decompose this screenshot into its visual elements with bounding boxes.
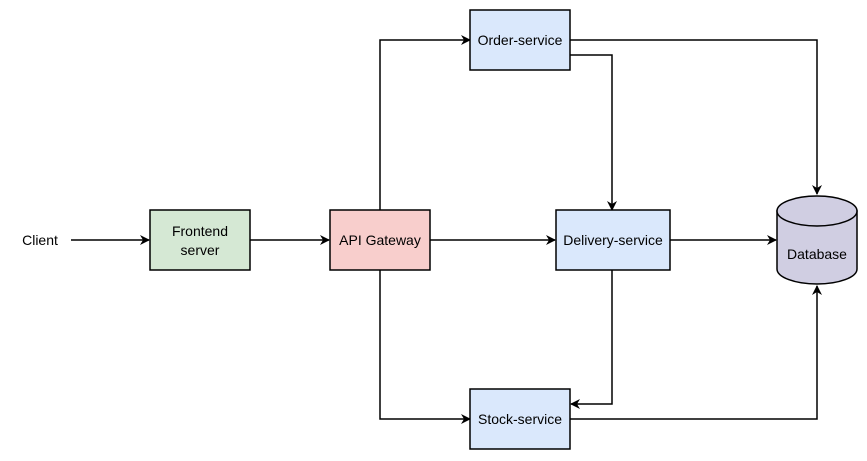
- order-service-label: Order-service: [478, 32, 563, 48]
- database-label: Database: [787, 246, 847, 262]
- edge-gateway-to-order: [379, 35, 471, 210]
- edge-delivery-to-stock: [570, 270, 613, 409]
- client-label: Client: [22, 232, 58, 248]
- delivery-service-label: Delivery-service: [563, 232, 663, 248]
- api-gateway-node: API Gateway: [329, 209, 431, 271]
- stock-service-box: [469, 388, 571, 450]
- delivery-service-box: [555, 209, 671, 271]
- edge-gateway-to-stock: [379, 270, 471, 424]
- frontend-server-box: [149, 209, 251, 271]
- database-cylinder-body: [776, 210, 858, 285]
- frontend-server-label-line2: server: [181, 242, 220, 258]
- edge-stock-to-database: [570, 285, 822, 420]
- database-node: Database: [776, 195, 858, 285]
- database-cylinder-top: [776, 195, 858, 227]
- edges: [71, 35, 822, 424]
- order-service-node: Order-service: [469, 9, 571, 71]
- delivery-service-node: Delivery-service: [555, 209, 671, 271]
- stock-service-label: Stock-service: [478, 411, 562, 427]
- api-gateway-label: API Gateway: [339, 232, 421, 248]
- frontend-server-node: Frontend server: [149, 209, 251, 271]
- order-service-box: [469, 9, 571, 71]
- edge-order-to-database: [570, 39, 822, 195]
- api-gateway-box: [329, 209, 431, 271]
- stock-service-node: Stock-service: [469, 388, 571, 450]
- edge-order-to-delivery: [570, 54, 617, 211]
- frontend-server-label-line1: Frontend: [172, 223, 228, 239]
